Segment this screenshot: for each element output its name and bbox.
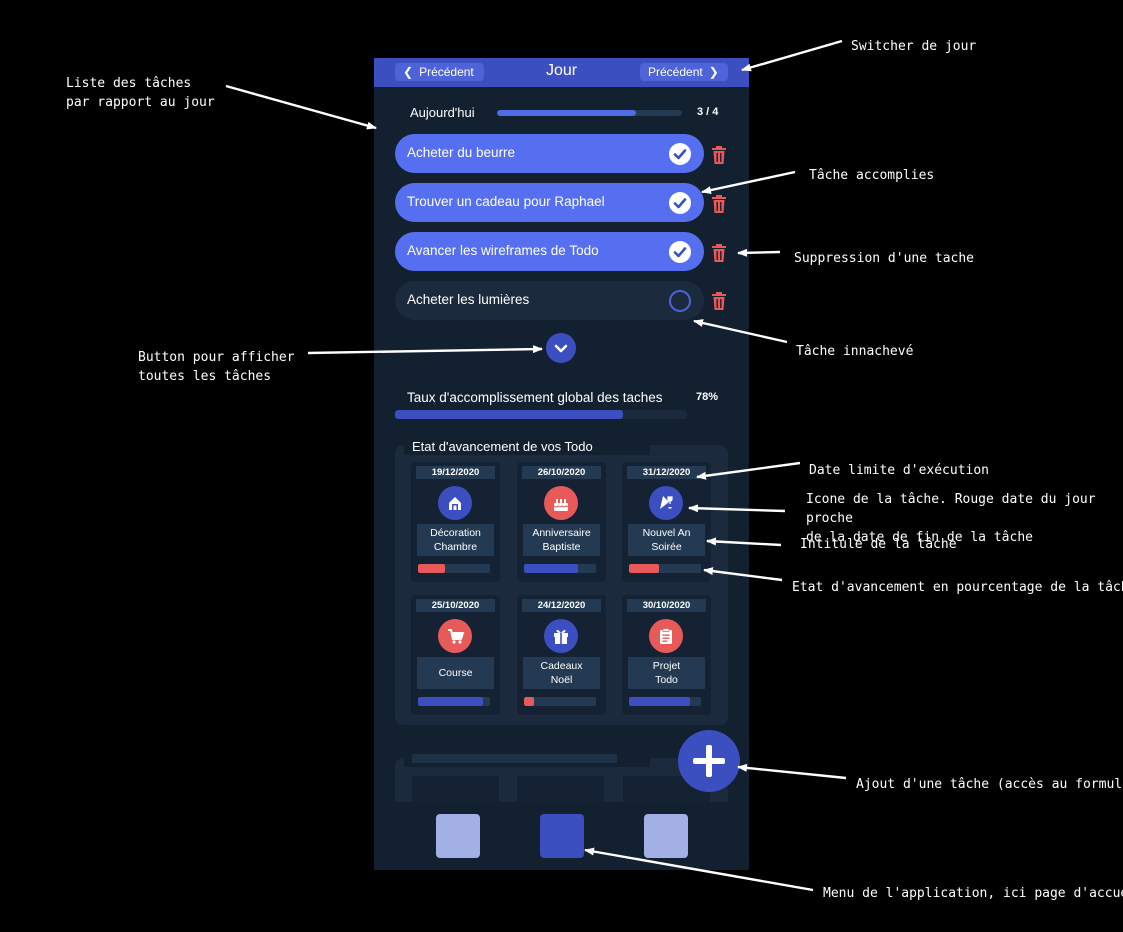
previous-day-label: Précédent [419, 65, 474, 79]
menu-item-right[interactable] [644, 814, 688, 858]
bottom-menu [374, 802, 749, 870]
placeholder-card [517, 776, 604, 806]
todo-progress-fill [418, 697, 483, 706]
placeholder-title-bar [412, 754, 617, 763]
task-item[interactable]: Acheter les lumières [395, 281, 704, 320]
trash-icon[interactable] [711, 194, 727, 214]
today-count: 3 / 4 [697, 106, 719, 118]
clipboard-icon [649, 619, 683, 653]
annotation-delete-task: Suppression d'une tache [794, 251, 975, 266]
todo-progress-bar [629, 697, 701, 706]
task-item[interactable]: Avancer les wireframes de Todo [395, 232, 704, 271]
house-icon [438, 486, 472, 520]
todo-progress-fill [629, 697, 691, 706]
task-item[interactable]: Trouver un cadeau pour Raphael [395, 183, 704, 222]
todo-progress-fill [524, 564, 578, 573]
todo-deadline: 31/12/2020 [627, 466, 706, 479]
expand-tasks-button[interactable] [546, 333, 576, 363]
todo-progress-fill [418, 564, 446, 573]
task-label: Acheter du beurre [407, 145, 516, 160]
menu-item-left[interactable] [436, 814, 480, 858]
empty-circle-icon[interactable] [669, 290, 691, 312]
annotation-task-list: Liste des tâches par rapport au jour [66, 76, 215, 110]
todo-title: Anniversaire Baptiste [523, 524, 600, 556]
trash-icon[interactable] [711, 243, 727, 263]
task-item[interactable]: Acheter du beurre [395, 134, 704, 173]
checkmark-icon[interactable] [669, 192, 691, 214]
checkmark-icon[interactable] [669, 143, 691, 165]
placeholder-card [412, 776, 499, 806]
global-progress-label: Taux d'accomplissement global des taches [407, 390, 663, 405]
annotation-add-task: Ajout d'une tâche (accès au formulaire [856, 777, 1123, 792]
annotation-task-icon: Icone de la tâche. Rouge date du jour pr… [806, 492, 1096, 545]
today-progress-bar [497, 110, 682, 116]
todo-title: Décoration Chambre [417, 524, 494, 556]
cake-icon [544, 486, 578, 520]
todo-deadline: 25/10/2020 [416, 599, 495, 612]
party-icon [649, 486, 683, 520]
next-day-label: Précédent [648, 65, 703, 79]
todo-deadline: 19/12/2020 [416, 466, 495, 479]
chevron-right-icon: ❯ [708, 65, 719, 79]
task-label: Trouver un cadeau pour Raphael [407, 194, 605, 209]
top-bar: ❮ Précédent Jour Précédent ❯ [374, 58, 749, 87]
task-label: Acheter les lumières [407, 292, 530, 307]
todo-deadline: 26/10/2020 [522, 466, 601, 479]
chevron-left-icon: ❮ [403, 65, 414, 79]
task-label: Avancer les wireframes de Todo [407, 243, 599, 258]
todo-deadline: 30/10/2020 [627, 599, 706, 612]
todo-title: Nouvel An Soirée [628, 524, 705, 556]
previous-day-button[interactable]: ❮ Précédent [395, 63, 484, 81]
annotation-task-title: Intitulé de la tâche [800, 537, 957, 552]
add-task-button[interactable] [678, 730, 740, 792]
trash-icon[interactable] [711, 145, 727, 165]
annotation-done-task: Tâche accomplies [809, 168, 935, 183]
todo-progress-bar [418, 564, 490, 573]
next-day-button[interactable]: Précédent ❯ [640, 63, 728, 81]
todo-progress-fill [629, 564, 660, 573]
todo-title: Cadeaux Noël [523, 657, 600, 689]
todo-progress-bar [629, 564, 701, 573]
cart-icon [438, 619, 472, 653]
page-title: Jour [545, 62, 578, 79]
annotation-deadline: Date limite d'exécution [809, 463, 990, 478]
todo-progress-bar [524, 697, 596, 706]
annotation-day-switcher: Switcher de jour [851, 39, 977, 54]
todo-deadline: 24/12/2020 [522, 599, 601, 612]
menu-item-home[interactable] [540, 814, 584, 858]
todo-title: Projet Todo [628, 657, 705, 689]
annotation-app-menu: Menu de l'application, ici page d'accuei… [823, 886, 1123, 901]
global-progress-percent: 78% [696, 391, 719, 403]
phone-screen: ❮ Précédent Jour Précédent ❯ Aujourd'hui 3… [374, 58, 749, 870]
todo-section-title: Etat d'avancement de vos Todo [404, 438, 650, 455]
trash-icon[interactable] [711, 291, 727, 311]
today-label: Aujourd'hui [410, 105, 475, 120]
annotation-task-progress: Etat d'avancement en pourcentage de la t… [792, 580, 1123, 595]
todo-progress-bar [524, 564, 596, 573]
annotation-expand-button: Button pour afficher toutes les tâches [138, 350, 295, 384]
checkmark-icon[interactable] [669, 241, 691, 263]
todo-progress-bar [418, 697, 490, 706]
chevron-down-icon [554, 344, 568, 353]
global-progress-bar [395, 410, 687, 419]
todo-progress-fill [524, 697, 535, 706]
gift-icon [544, 619, 578, 653]
annotation-undone-task: Tâche innachevé [796, 344, 914, 359]
plus-icon [693, 745, 725, 777]
todo-title: Course [417, 657, 494, 689]
